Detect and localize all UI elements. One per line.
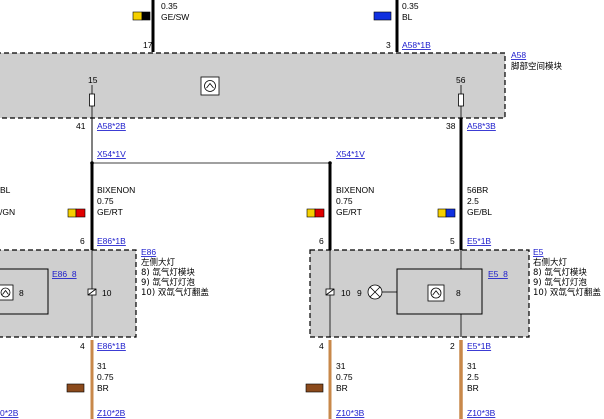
- wire-bixenon-center: BIXENON 0.75 GE/RT: [306, 163, 374, 250]
- wire-color-swatch: [132, 11, 143, 21]
- resistor-icon: 15: [88, 75, 98, 118]
- wire-56br-right: 56BR 2.5 GE/BL: [437, 118, 492, 250]
- wire-color-code: GE/SW: [161, 12, 189, 22]
- flap-icon: [87, 288, 97, 296]
- legend-item: 8) 氙气灯模块: [533, 267, 587, 278]
- module-symbol-icon: [427, 284, 445, 302]
- wire-gauge: 2.5: [467, 372, 479, 382]
- pin-number: 38: [446, 121, 456, 131]
- connector-link-a58-3b[interactable]: A58*3B: [467, 121, 496, 131]
- lamp-e5-title: 右侧大灯: [533, 257, 568, 268]
- wire-code: 31: [467, 361, 477, 371]
- pin-number: 6: [319, 236, 324, 246]
- connector-link-e86-1b-bottom[interactable]: E86*1B: [97, 341, 126, 351]
- wire-color-swatch: [305, 383, 324, 393]
- connector-link-a58-1b[interactable]: A58*1B: [402, 40, 431, 50]
- wire-color-swatch: [66, 383, 85, 393]
- ground-wire-left: 31 0.75 BR Z10*2B: [66, 340, 126, 419]
- connector-link-z10-3b-right[interactable]: Z10*3B: [467, 408, 496, 418]
- legend-item: 9) 氙气灯灯泡: [533, 277, 587, 288]
- connector-link-a58-2b[interactable]: A58*2B: [97, 121, 126, 131]
- connector-link-z10-2b-farleft[interactable]: 0*2B: [0, 408, 19, 418]
- bulb-icon: [367, 284, 383, 300]
- wire-gauge: 2.5: [467, 196, 479, 206]
- top-wire-left: 0.35 GE/SW 17: [132, 0, 189, 52]
- wire-gauge: 0.35: [402, 1, 419, 11]
- svg-text:8: 8: [456, 288, 461, 298]
- xenon-module-box: [0, 268, 49, 315]
- lamp-e5: 6 5 E5*1B E5 右侧大灯 8) 氙气灯模块 9) 氙气灯灯泡 10) …: [309, 236, 601, 351]
- legend-item: 10) 双氙气灯翻盖: [141, 287, 209, 298]
- lamp-e86-8-link[interactable]: E86_8: [52, 269, 77, 279]
- wire-code: 31: [336, 361, 346, 371]
- module-a58-link[interactable]: A58: [511, 50, 526, 60]
- connector-link-z10-3b-center[interactable]: Z10*3B: [336, 408, 365, 418]
- top-wire-right: 0.35 BL 3 A58*1B: [373, 0, 431, 52]
- lamp-e86: 6 E86*1B E86 左侧大灯 8) 氙气灯模块 9) 氙气灯灯泡 10) …: [0, 236, 209, 351]
- lamp-e5-8-link[interactable]: E5_8: [488, 269, 508, 279]
- wire-gauge: 0.75: [336, 372, 353, 382]
- svg-text:10: 10: [102, 288, 112, 298]
- lamp-e86-link[interactable]: E86: [141, 247, 156, 257]
- pin-number: 41: [76, 121, 86, 131]
- wire-color-swatch: [67, 208, 77, 218]
- svg-text:9: 9: [357, 288, 362, 298]
- module-symbol-icon: [0, 284, 14, 301]
- wire-color-code: /GN: [0, 207, 15, 217]
- wire-color-swatch: [373, 11, 392, 21]
- wire-name: 56BR: [467, 185, 488, 195]
- connector-link-e5-1b-bottom[interactable]: E5*1B: [467, 341, 491, 351]
- connector-link-e5-1b-top[interactable]: E5*1B: [467, 236, 491, 246]
- wire-name: BIXENON: [97, 185, 135, 195]
- flap-icon: [325, 288, 335, 296]
- wire-color-code: GE/RT: [97, 207, 123, 217]
- wire-color-code: GE/RT: [336, 207, 362, 217]
- wire-color-code: GE/BL: [467, 207, 492, 217]
- wire-color-code: BL: [0, 185, 11, 195]
- wire-gauge: 0.35: [161, 1, 178, 11]
- connector-link-e86-1b-top[interactable]: E86*1B: [97, 236, 126, 246]
- svg-text:56: 56: [456, 75, 466, 85]
- ground-wire-center: 31 0.75 BR Z10*3B: [305, 340, 365, 419]
- pin-number: 6: [80, 236, 85, 246]
- module-symbol-icon: [200, 76, 220, 96]
- module-a58-name: 脚部空间模块: [511, 61, 563, 72]
- wire-color-code: BL: [402, 12, 413, 22]
- wire-code: 31: [97, 361, 107, 371]
- pin-number: 4: [80, 341, 85, 351]
- wire-color-code: BR: [467, 383, 479, 393]
- resistor-icon: 56: [456, 75, 466, 118]
- pin-number: 4: [319, 341, 324, 351]
- wire-color-code: BR: [97, 383, 109, 393]
- wire-color-swatch: [306, 208, 316, 218]
- wire-name: BIXENON: [336, 185, 374, 195]
- module-a58: A58 脚部空间模块 15 56 41 A58*2B 38 A58*3B: [0, 50, 563, 131]
- wire-gauge: 0.75: [97, 372, 114, 382]
- wire-gauge: 0.75: [97, 196, 114, 206]
- svg-text:10: 10: [341, 288, 351, 298]
- svg-text:15: 15: [88, 75, 98, 85]
- wire-color-swatch: [437, 208, 447, 218]
- connector-link-z10-2b[interactable]: Z10*2B: [97, 408, 126, 418]
- wire-color-code: BR: [336, 383, 348, 393]
- wire-gauge: 0.75: [336, 196, 353, 206]
- connector-link-x54-left[interactable]: X54*1V: [97, 149, 126, 159]
- connector-x54: X54*1V X54*1V: [90, 118, 365, 165]
- pin-number: 17: [143, 40, 153, 50]
- pin-number: 2: [450, 341, 455, 351]
- lamp-e5-link[interactable]: E5: [533, 247, 544, 257]
- connector-link-x54-right[interactable]: X54*1V: [336, 149, 365, 159]
- legend-item: 8) 氙气灯模块: [141, 267, 195, 278]
- legend-item: 10) 双氙气灯翻盖: [533, 287, 601, 298]
- wire-bixenon-left: BIXENON 0.75 GE/RT: [67, 163, 135, 250]
- ground-wire-right: 31 2.5 BR Z10*3B: [459, 340, 496, 419]
- lamp-e86-title: 左侧大灯: [141, 257, 176, 268]
- pin-number: 3: [386, 40, 391, 50]
- legend-item: 9) 氙气灯灯泡: [141, 277, 195, 288]
- svg-text:8: 8: [19, 288, 24, 298]
- pin-number: 5: [450, 236, 455, 246]
